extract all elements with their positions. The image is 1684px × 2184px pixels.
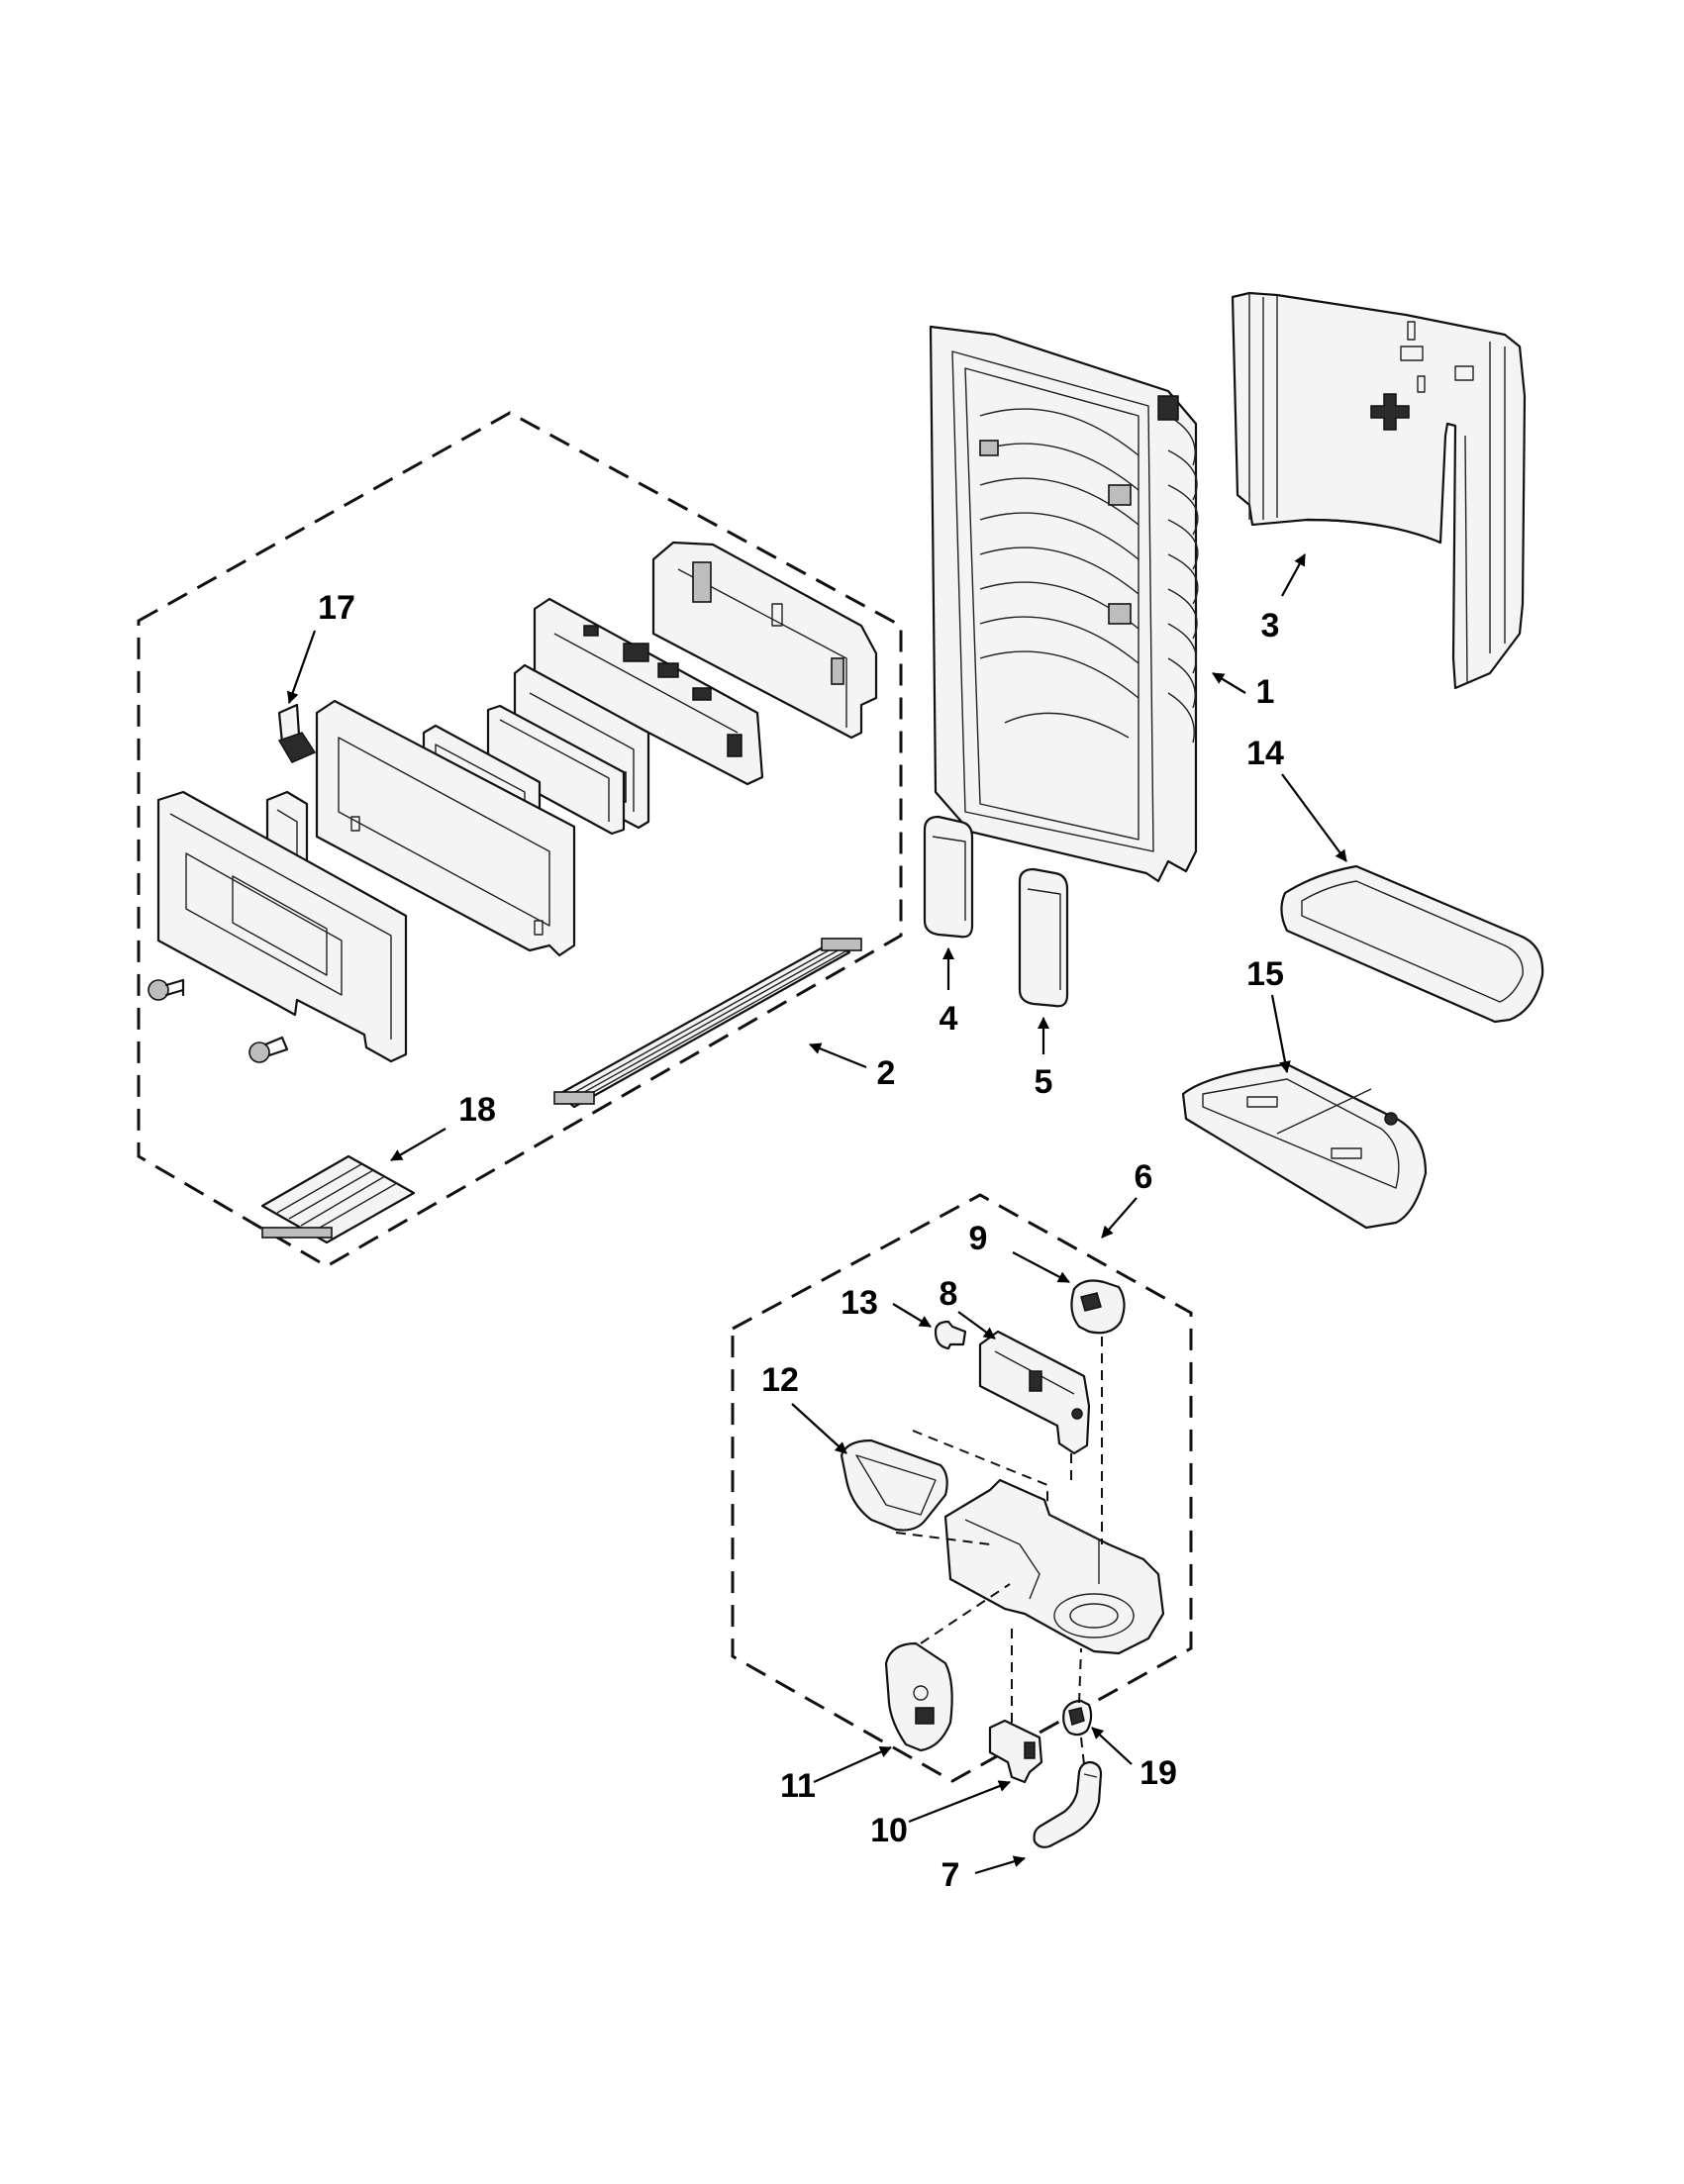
drip-tray-grille (1181, 1062, 1428, 1230)
callout-7: 7 (941, 1856, 960, 1894)
callout-2: 2 (877, 1054, 896, 1092)
callout-12: 12 (761, 1361, 799, 1399)
control-panel-components (148, 541, 878, 1244)
control-panel-assembly-boundary (137, 411, 903, 1268)
callout-4: 4 (940, 1000, 958, 1038)
dispenser-housing-assembly-boundary (731, 1193, 1193, 1783)
assembly-guide-lines (895, 1337, 1103, 1765)
callout-18: 18 (458, 1091, 496, 1129)
callout-14: 14 (1246, 735, 1284, 772)
callout-6: 6 (1135, 1158, 1153, 1196)
callout-10: 10 (870, 1812, 908, 1849)
callout-17: 17 (318, 589, 355, 627)
callout-labels: 1 2 3 4 5 6 7 8 9 10 11 12 13 14 15 17 1… (318, 589, 1284, 1894)
dispenser-housing-components (840, 1279, 1165, 1848)
dispenser-facade-frame (929, 325, 1199, 883)
callout-9: 9 (969, 1220, 988, 1257)
callout-15: 15 (1246, 955, 1284, 993)
callout-19: 19 (1139, 1754, 1177, 1792)
callout-13: 13 (841, 1284, 878, 1322)
drip-tray (1280, 864, 1544, 1024)
callout-11: 11 (780, 1767, 816, 1805)
dispenser-shroud (1231, 291, 1527, 690)
callout-leaders (287, 553, 1347, 1875)
callout-3: 3 (1261, 607, 1280, 645)
dispenser-pads (923, 815, 1069, 1008)
callout-5: 5 (1035, 1063, 1053, 1101)
callout-1: 1 (1256, 673, 1275, 711)
callout-8: 8 (940, 1275, 958, 1313)
